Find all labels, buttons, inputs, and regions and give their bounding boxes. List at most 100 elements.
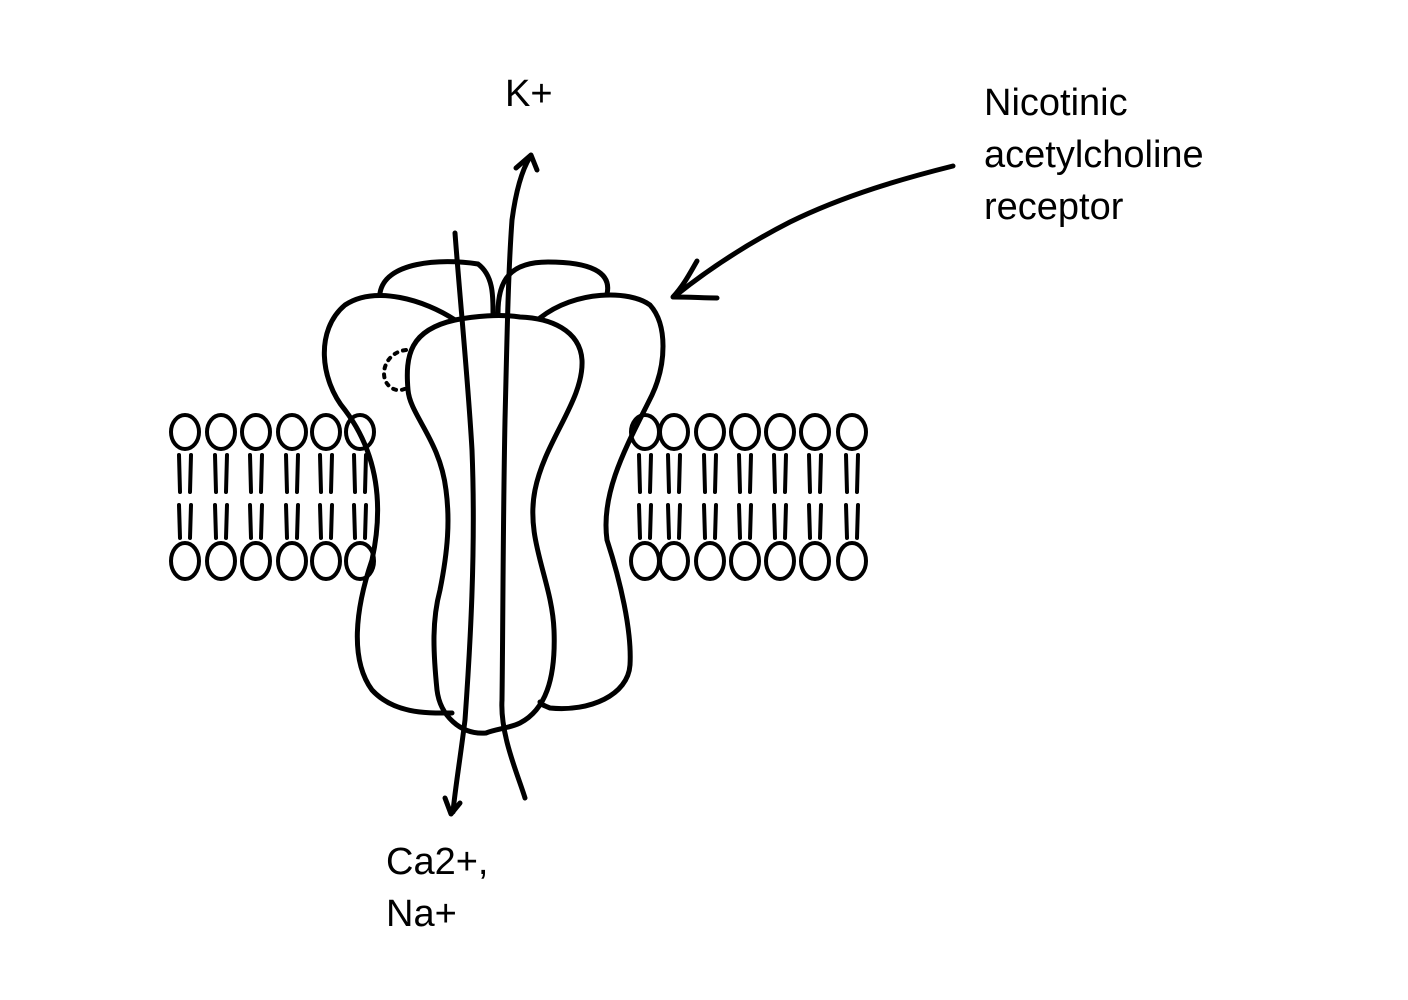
phospholipid-head bbox=[694, 413, 726, 451]
lipid-tail bbox=[713, 503, 718, 540]
lipid-tail bbox=[363, 503, 368, 540]
lipid-tail bbox=[259, 453, 264, 494]
acetylcholine-binding-site bbox=[382, 348, 412, 393]
lipid-tail bbox=[637, 503, 642, 540]
lipid-tail bbox=[807, 503, 812, 540]
lipid-tail bbox=[352, 503, 357, 540]
lipid-tail bbox=[295, 453, 300, 494]
lipid-tail bbox=[363, 453, 368, 494]
lipid-tail bbox=[177, 503, 182, 540]
phospholipid-head bbox=[658, 413, 690, 451]
phospholipid-head bbox=[658, 541, 690, 581]
phospholipid bbox=[629, 413, 661, 581]
phospholipid-head bbox=[310, 541, 342, 581]
phospholipid bbox=[764, 413, 796, 581]
phospholipid bbox=[694, 413, 726, 581]
lipid-tail bbox=[807, 453, 812, 494]
lipid-tail bbox=[648, 503, 653, 540]
receptor-label-line-3: receptor bbox=[984, 186, 1124, 228]
lipid-tail bbox=[248, 503, 253, 540]
phospholipid-head bbox=[799, 413, 831, 451]
phospholipid bbox=[240, 413, 272, 581]
phospholipid bbox=[205, 413, 237, 581]
phospholipid-head bbox=[169, 413, 201, 451]
lipid-tail bbox=[259, 503, 264, 540]
lipid-tail bbox=[224, 453, 229, 494]
calcium-sodium-label: Ca2+, Na+ bbox=[386, 836, 488, 940]
lipid-tail bbox=[772, 503, 777, 540]
lipid-tail bbox=[737, 503, 742, 540]
receptor-label-line-2: acetylcholine bbox=[984, 134, 1204, 176]
lipid-tail bbox=[284, 453, 289, 494]
lipid-tail bbox=[329, 503, 334, 540]
lipid-tail bbox=[213, 503, 218, 540]
receptor-subunit-back-right bbox=[495, 259, 611, 316]
lipid-tail bbox=[666, 453, 671, 494]
lipid-tail bbox=[295, 503, 300, 540]
lipid-tail bbox=[677, 503, 682, 540]
lipid-tail bbox=[224, 503, 229, 540]
phospholipid bbox=[276, 413, 308, 581]
phospholipid-head bbox=[276, 541, 308, 581]
lipid-tail bbox=[855, 453, 860, 494]
receptor-label-line-1: Nicotinic bbox=[984, 82, 1128, 124]
calcium-sodium-arrowhead-icon bbox=[442, 795, 463, 817]
phospholipid-head bbox=[240, 541, 272, 581]
lipid-bilayer-left bbox=[169, 413, 376, 581]
lipid-tail bbox=[318, 453, 323, 494]
calcium-label-line: Ca2+, bbox=[386, 841, 489, 883]
lipid-tail bbox=[213, 453, 218, 494]
phospholipid bbox=[836, 413, 868, 581]
phospholipid-head bbox=[276, 413, 308, 451]
phospholipid-head bbox=[169, 541, 201, 581]
lipid-tail bbox=[783, 503, 788, 540]
phospholipid-head bbox=[836, 413, 868, 451]
potassium-arrowhead-icon bbox=[513, 152, 540, 173]
lipid-tail bbox=[748, 453, 753, 494]
phospholipid bbox=[799, 413, 831, 581]
sodium-label-line: Na+ bbox=[386, 893, 457, 935]
receptor-label: Nicotinic acetylcholine receptor bbox=[984, 77, 1204, 233]
lipid-tail bbox=[666, 503, 671, 540]
lipid-tail bbox=[702, 453, 707, 494]
receptor-subunit-left bbox=[321, 293, 458, 716]
lipid-tail bbox=[188, 453, 193, 494]
lipid-tail bbox=[284, 503, 289, 540]
phospholipid-head bbox=[205, 541, 237, 581]
phospholipid-head bbox=[836, 541, 868, 581]
phospholipid-head bbox=[729, 541, 761, 581]
lipid-tail bbox=[637, 453, 642, 494]
lipid-tail bbox=[748, 503, 753, 540]
lipid-tail bbox=[648, 453, 653, 494]
lipid-tail bbox=[783, 453, 788, 494]
phospholipid bbox=[729, 413, 761, 581]
lipid-tail bbox=[772, 453, 777, 494]
lipid-tail bbox=[702, 503, 707, 540]
phospholipid-head bbox=[205, 413, 237, 451]
receptor-subunit-right bbox=[537, 292, 666, 712]
lipid-tail bbox=[855, 503, 860, 540]
phospholipid-head bbox=[799, 541, 831, 581]
phospholipid-head bbox=[629, 541, 661, 581]
lipid-tail bbox=[844, 503, 849, 540]
phospholipid-head bbox=[694, 541, 726, 581]
phospholipid-head bbox=[240, 413, 272, 451]
lipid-tail bbox=[177, 453, 182, 494]
lipid-tail bbox=[188, 503, 193, 540]
phospholipid-head bbox=[764, 541, 796, 581]
lipid-tail bbox=[713, 453, 718, 494]
lipid-bilayer-right bbox=[629, 413, 868, 581]
phospholipid bbox=[310, 413, 342, 581]
phospholipid-head bbox=[310, 413, 342, 451]
receptor-subunit-back-left bbox=[377, 259, 496, 318]
receptor-pointer-arrow bbox=[672, 163, 956, 299]
lipid-tail bbox=[677, 453, 682, 494]
phospholipid-head bbox=[344, 413, 376, 451]
lipid-tail bbox=[844, 453, 849, 494]
lipid-tail bbox=[329, 453, 334, 494]
potassium-label: K+ bbox=[505, 73, 553, 115]
lipid-tail bbox=[248, 453, 253, 494]
phospholipid-head bbox=[764, 413, 796, 451]
calcium-sodium-influx-arrow bbox=[450, 230, 476, 815]
